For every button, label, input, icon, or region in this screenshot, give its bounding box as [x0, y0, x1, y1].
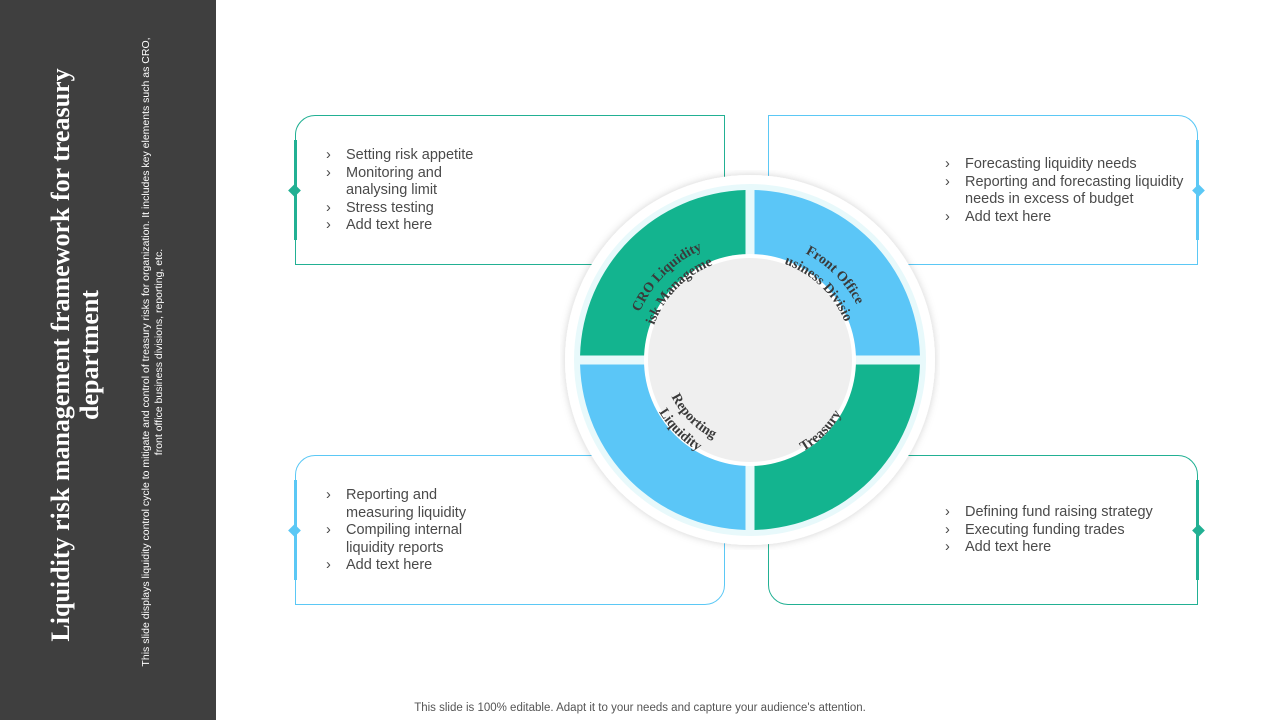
- center-circle: [648, 258, 852, 462]
- diamond-marker: [1192, 524, 1205, 537]
- list-item: Compiling internal liquidity reports: [326, 522, 486, 557]
- treasury-item-list: Defining fund raising strategy Executing…: [945, 504, 1185, 557]
- list-item: Monitoring and analysing limit: [326, 165, 486, 200]
- box-front-office: Forecasting liquidity needs Reporting an…: [768, 115, 1205, 265]
- list-item: Stress testing: [326, 200, 486, 218]
- segment-front-office: [754, 190, 920, 356]
- list-item: Forecasting liquidity needs: [945, 156, 1185, 174]
- diamond-marker: [288, 524, 301, 537]
- cro-item-list: Setting risk appetite Monitoring and ana…: [326, 147, 486, 235]
- list-item: Setting risk appetite: [326, 147, 486, 165]
- list-item: Add text here: [326, 557, 486, 575]
- segment-liquidity-reporting: [580, 364, 746, 530]
- diamond-marker: [1192, 184, 1205, 197]
- cycle-wheel: CRO Liquidity Risk Management Front Offi…: [560, 170, 935, 545]
- sidebar: Liquidity risk management framework for …: [0, 0, 216, 720]
- slide-title: Liquidity risk management framework for …: [46, 68, 104, 642]
- list-item: Defining fund raising strategy: [945, 504, 1185, 522]
- diamond-marker: [288, 184, 301, 197]
- reporting-item-list: Reporting and measuring liquidity Compil…: [326, 487, 486, 575]
- slide-description: This slide displays liquidity control cy…: [140, 37, 165, 667]
- list-item: Reporting and measuring liquidity: [326, 487, 486, 522]
- list-item: Add text here: [945, 539, 1185, 557]
- list-item: Reporting and forecasting liquidity need…: [945, 174, 1185, 209]
- segment-cro-liquidity: [580, 190, 746, 356]
- footer-note: This slide is 100% editable. Adapt it to…: [414, 702, 866, 714]
- list-item: Add text here: [326, 217, 486, 235]
- segment-treasury: [754, 364, 920, 530]
- list-item: Add text here: [945, 209, 1185, 227]
- list-item: Executing funding trades: [945, 522, 1185, 540]
- front-office-item-list: Forecasting liquidity needs Reporting an…: [945, 156, 1185, 226]
- box-cro-liquidity: Setting risk appetite Monitoring and ana…: [288, 115, 725, 265]
